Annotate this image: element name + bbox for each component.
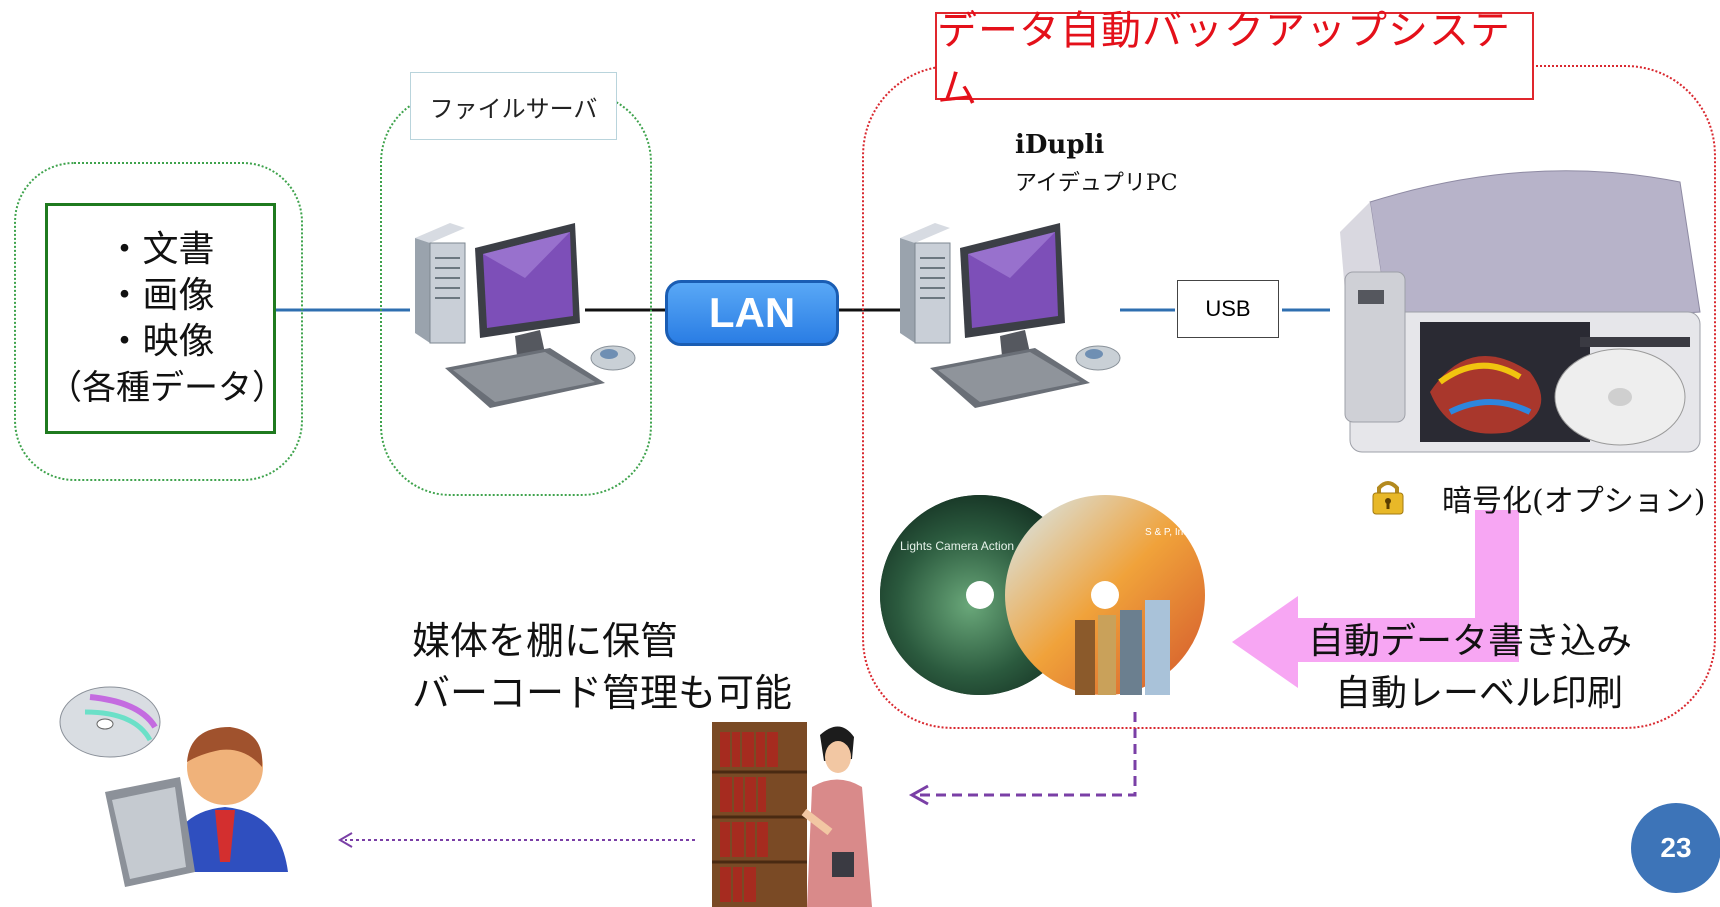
- backup-system-title: データ自動バックアップシステム: [935, 8, 1534, 112]
- encryption-label: 暗号化(オプション): [1442, 484, 1706, 519]
- source-group-frame: [14, 162, 303, 481]
- source-data-box: ・文書 ・画像 ・映像 （各種データ）: [45, 203, 286, 434]
- auto-write-label: 自動データ書き込み: [1308, 621, 1633, 662]
- source-line-documents: ・文書: [106, 228, 215, 270]
- idupli-subtitle: アイデュプリPC: [1015, 171, 1178, 196]
- padlock-icon: [1372, 481, 1404, 515]
- storage-line-1: 媒体を棚に保管: [412, 619, 679, 663]
- file-server-label: ファイルサーバ: [410, 72, 617, 140]
- source-line-various-data: （各種データ）: [48, 367, 286, 408]
- disc-right-label: S & P, Inc.: [1145, 527, 1191, 538]
- page-number-badge: 23: [1631, 803, 1720, 893]
- bookshelf-librarian-icon: [712, 722, 872, 907]
- discs-illustration: Lights Camera Action S & P, Inc.: [880, 495, 1205, 695]
- storage-line-2: バーコード管理も可能: [412, 671, 793, 715]
- idupli-pc-icon: [900, 223, 1121, 408]
- source-line-video: ・映像: [106, 320, 215, 362]
- disc-left-label: Lights Camera Action: [900, 539, 1014, 553]
- source-line-images: ・画像: [106, 274, 215, 316]
- usb-label: USB: [1177, 280, 1279, 338]
- purple-dashed-arrow: [920, 712, 1137, 797]
- disc-duplicator-icon: [1340, 170, 1701, 453]
- idupli-name: iDupli: [1015, 130, 1105, 160]
- file-server-computer-icon: [415, 223, 636, 408]
- user-with-disc-icon: [59, 686, 288, 887]
- pink-process-arrow: [1232, 510, 1519, 688]
- lan-badge: LAN: [665, 280, 839, 346]
- auto-print-label: 自動レーベル印刷: [1335, 673, 1624, 714]
